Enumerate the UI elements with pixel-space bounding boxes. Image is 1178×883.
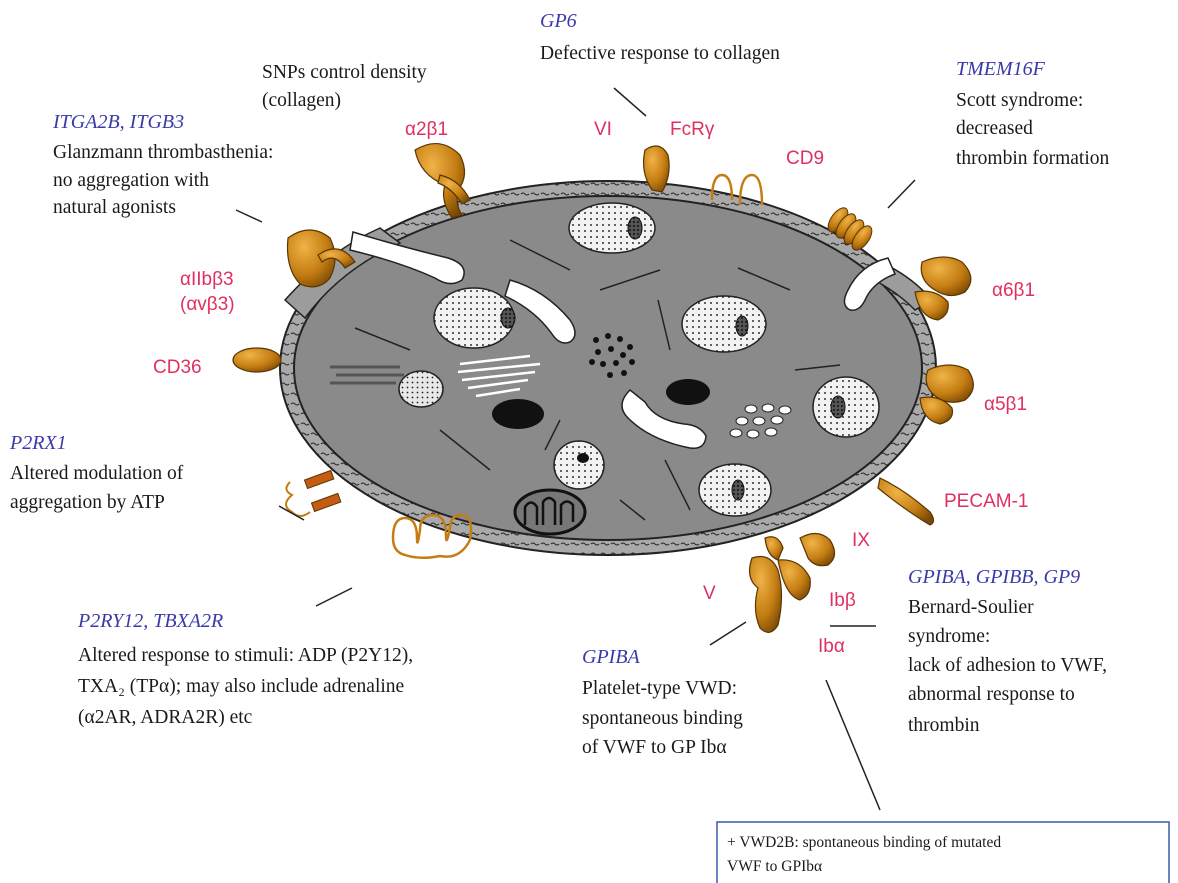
gene-tmem16f: TMEM16F <box>956 58 1046 80</box>
desc-line: (α2AR, ADRA2R) etc <box>78 707 253 728</box>
label-aiib3: αIIbβ3 <box>180 269 234 290</box>
label-a2b1: α2β1 <box>405 119 448 140</box>
annotation-p2ry12: P2RY12, TBXA2R Altered response to stimu… <box>77 610 413 728</box>
desc-line: spontaneous binding <box>582 708 743 729</box>
desc-line: no aggregation with <box>53 170 209 191</box>
footnote-line: + VWD2B: spontaneous binding of mutated <box>727 834 1001 851</box>
annotation-snps: SNPs control density (collagen) <box>262 62 427 111</box>
annotation-gp6: GP6 Defective response to collagen <box>540 10 780 64</box>
label-cd9: CD9 <box>786 148 824 169</box>
annotation-tmem16f: TMEM16F Scott syndrome: decreased thromb… <box>956 58 1110 169</box>
desc-line: of VWF to GP Ibα <box>582 737 727 758</box>
label-v: V <box>703 583 716 604</box>
annotation-p2rx1: P2RX1 Altered modulation of aggregation … <box>9 432 184 513</box>
label-vi: VI <box>594 119 612 140</box>
desc-line: thrombin formation <box>956 148 1110 169</box>
label-ibb: Ibβ <box>829 590 856 611</box>
p2x1-channel <box>286 470 341 516</box>
desc-line: Scott syndrome: <box>956 90 1083 111</box>
footnote-box: + VWD2B: spontaneous binding of mutated … <box>717 822 1169 883</box>
cd36-receptor <box>233 348 281 372</box>
desc-line: thrombin <box>908 715 980 736</box>
desc-line: Altered response to stimuli: ADP (P2Y12)… <box>78 645 413 666</box>
label-cd36: CD36 <box>153 357 202 378</box>
desc-line: SNPs control density <box>262 62 427 83</box>
label-fcrg: FcRγ <box>670 119 715 140</box>
desc-line: Platelet-type VWD: <box>582 678 737 699</box>
desc-line: TXA₂ (TPα); may also include adrenaline <box>78 676 404 697</box>
desc-line: aggregation by ATP <box>10 492 165 513</box>
gene-gp6: GP6 <box>540 10 577 32</box>
label-a6b1: α6β1 <box>992 280 1035 301</box>
label-avb3: (αvβ3) <box>180 294 235 315</box>
desc-line: (collagen) <box>262 90 341 111</box>
gene-gpiba-gpibb-gp9: GPIBA, GPIBB, GP9 <box>908 566 1080 588</box>
gene-p2rx1: P2RX1 <box>9 432 67 454</box>
desc-line: decreased <box>956 118 1033 139</box>
desc-line: abnormal response to <box>908 684 1075 705</box>
desc-line: Bernard-Soulier <box>908 597 1034 618</box>
label-iba: Ibα <box>818 636 845 657</box>
desc-line: lack of adhesion to VWF, <box>908 655 1107 676</box>
annotation-itga2b: ITGA2B, ITGB3 Glanzmann thrombasthenia: … <box>52 111 273 218</box>
footnote-line: VWF to GPIbα <box>727 858 822 875</box>
desc-line: syndrome: <box>908 626 990 647</box>
gene-itga2b: ITGA2B, ITGB3 <box>52 111 184 133</box>
label-pecam: PECAM-1 <box>944 491 1028 512</box>
gene-gpiba: GPIBA <box>582 646 641 668</box>
desc-line: Glanzmann thrombasthenia: <box>53 142 273 163</box>
annotation-gpiba-bss: GPIBA, GPIBB, GP9 Bernard-Soulier syndro… <box>908 566 1107 736</box>
label-a5b1: α5β1 <box>984 394 1027 415</box>
desc-line: natural agonists <box>53 197 176 218</box>
desc-line: Altered modulation of <box>10 463 184 484</box>
annotation-gpiba-vwd: GPIBA Platelet-type VWD: spontaneous bin… <box>582 646 743 758</box>
gene-p2ry12: P2RY12, TBXA2R <box>77 610 223 632</box>
label-ix: IX <box>852 530 870 551</box>
pecam-receptor <box>878 478 934 525</box>
desc-line: Defective response to collagen <box>540 43 780 64</box>
gpib-complex <box>750 557 782 633</box>
a6b1-receptor <box>921 257 971 296</box>
